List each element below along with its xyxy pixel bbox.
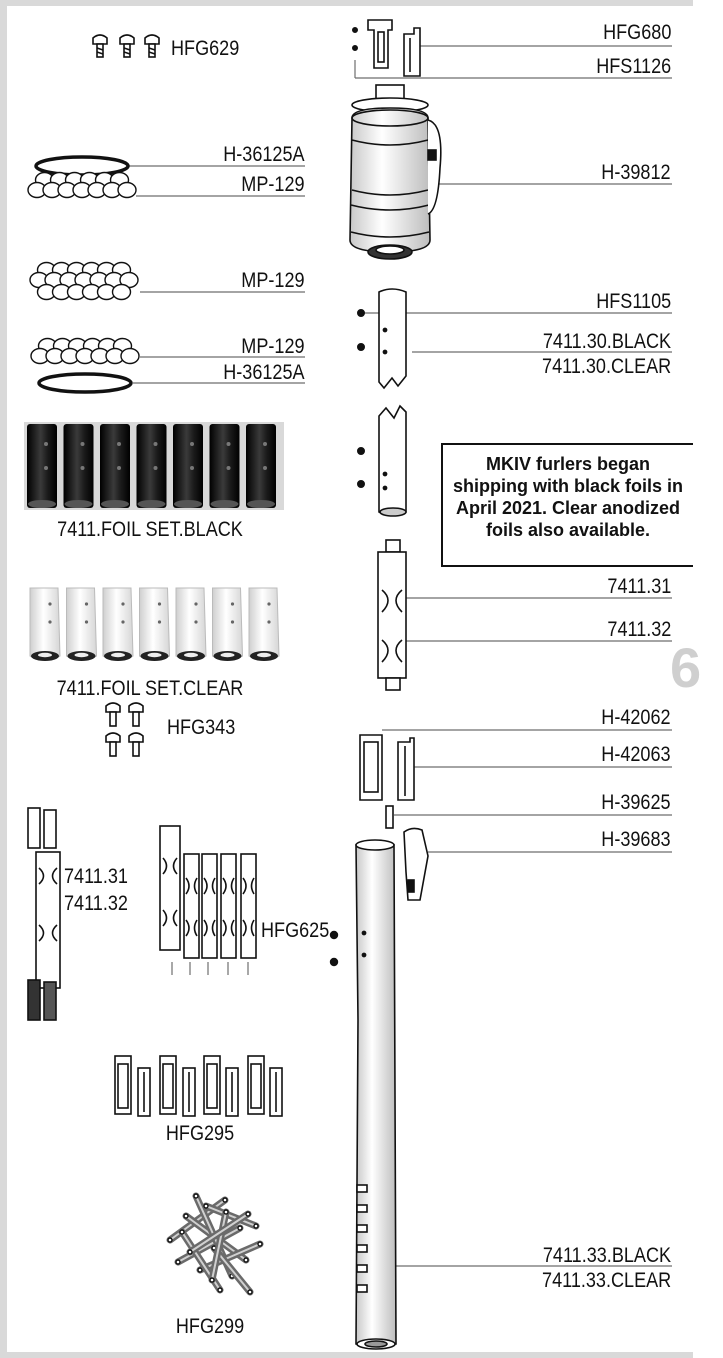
- page-number: 6: [670, 636, 702, 699]
- label-hfs1105: HFS1105: [596, 290, 671, 313]
- label-mp129-b: MP-129: [241, 269, 305, 292]
- label-foil-set-clear: 7411.FOIL SET.CLEAR: [56, 677, 244, 700]
- kit-7411-31-32: [27, 807, 61, 1021]
- foil-note-line-1: MKIV furlers began: [485, 454, 651, 474]
- hfg625-connectors: [159, 825, 257, 959]
- foil-note-line-3: April 2021. Clear anodized: [455, 498, 681, 518]
- foil-note-text: MKIV furlers began shipping with black f…: [413, 453, 723, 541]
- label-hfg629: HFG629: [171, 37, 240, 60]
- foil-7411-30: [356, 288, 407, 517]
- bearing-rings: [27, 155, 140, 394]
- balls-mp129-a: [27, 171, 137, 199]
- balls-mp129-c: [30, 337, 140, 365]
- label-kit-7411-31: 7411.31: [64, 865, 128, 888]
- foil-note-line-4: foils also available.: [485, 520, 651, 540]
- hfg629-screws: [92, 34, 160, 58]
- exploded-parts-diagram: [24, 19, 672, 1350]
- label-h36125a-top: H-36125A: [223, 143, 305, 166]
- foil-note-callout: MKIV furlers began shipping with black f…: [441, 443, 693, 567]
- label-foil-set-black: 7411.FOIL SET.BLACK: [57, 518, 243, 541]
- leader-lines: [128, 45, 672, 1267]
- balls-mp129-b: [29, 261, 139, 301]
- seal-h36125a-top: [34, 155, 130, 177]
- parts-diagram-page: HFG629 HFG680 HFS1126 H-36125A MP-129 H-…: [0, 0, 701, 1358]
- label-mp129-a: MP-129: [241, 173, 305, 196]
- label-hfg299: HFG299: [175, 1315, 245, 1338]
- label-h42062: H-42062: [601, 706, 671, 729]
- label-h39812: H-39812: [601, 161, 671, 184]
- label-hfg625: HFG625: [261, 919, 330, 942]
- label-hfg680: HFG680: [602, 21, 671, 44]
- drum-h39812: [349, 84, 442, 260]
- label-mp129-c: MP-129: [241, 335, 305, 358]
- label-h36125a-bottom: H-36125A: [223, 361, 305, 384]
- seal-h36125a-bottom: [37, 372, 133, 394]
- foil-set-clear: [29, 587, 280, 661]
- hfg295-clips: [114, 1055, 283, 1117]
- hfg343-screws: [105, 702, 144, 757]
- label-h42063: H-42063: [601, 743, 671, 766]
- label-hfg343: HFG343: [167, 716, 236, 739]
- label-h39625: H-39625: [601, 791, 671, 814]
- foil-connector-7411-31-32: [377, 539, 407, 691]
- label-7411-31: 7411.31: [607, 575, 671, 598]
- label-h39683: H-39683: [601, 828, 671, 851]
- foil-set-black: [24, 422, 284, 510]
- label-7411-32: 7411.32: [607, 618, 671, 641]
- hfg299-springs: [166, 1192, 264, 1296]
- frame-bottom-edge: [0, 1352, 693, 1358]
- label-7411-33-black: 7411.33.BLACK: [542, 1244, 671, 1267]
- main-tube-7411-33: [329, 839, 397, 1350]
- frame-top-edge: [0, 0, 693, 6]
- label-hfg295: HFG295: [165, 1122, 235, 1145]
- foil-note-line-2: shipping with black foils in: [452, 476, 683, 496]
- label-kit-7411-32: 7411.32: [64, 892, 128, 915]
- lower-hardware: [359, 734, 429, 901]
- label-7411-33-clear: 7411.33.CLEAR: [541, 1269, 671, 1292]
- label-hfs1126: HFS1126: [596, 55, 671, 78]
- top-clips: [351, 19, 421, 77]
- frame-left-edge: [0, 0, 7, 1358]
- label-7411-30-clear: 7411.30.CLEAR: [541, 355, 671, 378]
- label-7411-30-black: 7411.30.BLACK: [542, 330, 671, 353]
